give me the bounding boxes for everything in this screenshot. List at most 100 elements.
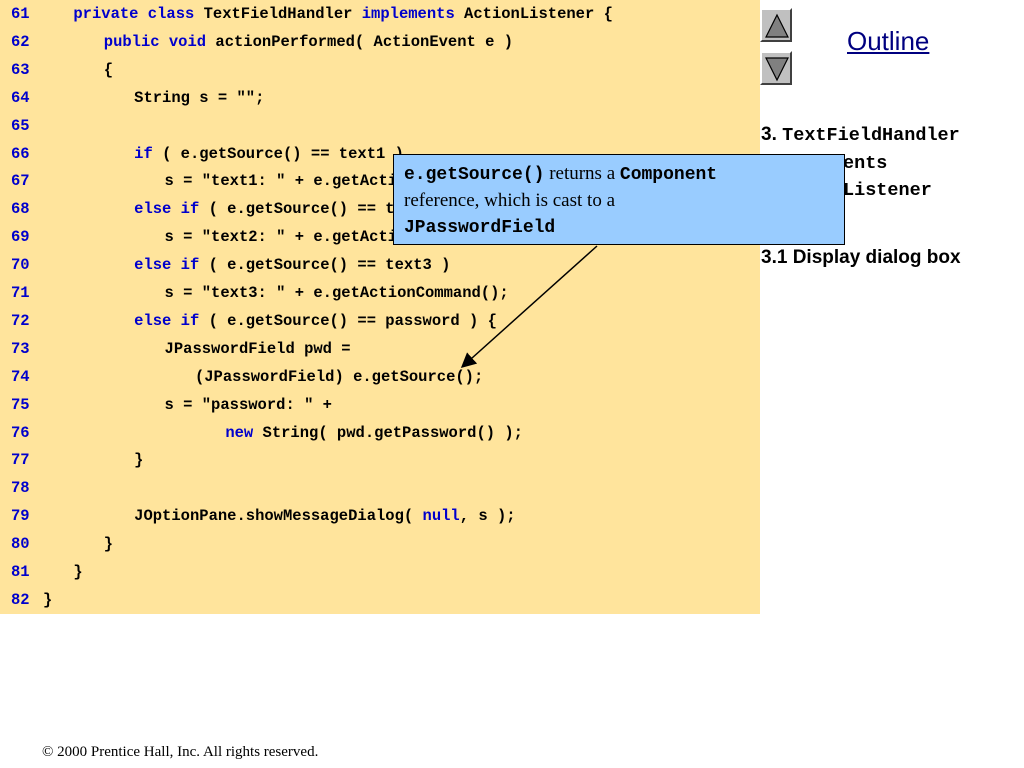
code-token: JPasswordField pwd = xyxy=(164,339,351,358)
code-token: } xyxy=(103,535,114,554)
outline-item-3-class: TextFieldHandler xyxy=(782,125,960,146)
line-number: 72 xyxy=(11,311,30,330)
line-number: 76 xyxy=(11,423,30,442)
next-slide-button[interactable] xyxy=(760,51,792,85)
triangle-down-icon xyxy=(765,57,789,82)
outline-title[interactable]: Outline xyxy=(847,26,930,56)
code-token: (JPasswordField) e.getSource(); xyxy=(194,367,484,386)
code-text: public void actionPerformed( ActionEvent… xyxy=(104,28,513,56)
code-text: { xyxy=(104,56,113,84)
code-line: 76 new String( pwd.getPassword() ); xyxy=(0,419,760,447)
line-number: 66 xyxy=(11,144,30,163)
code-text: new String( pwd.getPassword() ); xyxy=(225,419,523,447)
code-text: else if ( e.getSource() == text3 ) xyxy=(134,251,450,279)
code-line: 61 private class TextFieldHandler impleme… xyxy=(0,0,760,28)
callout-code-getsource: e.getSource() xyxy=(404,165,545,185)
outline-item-3-1: 3.1 Display dialog box xyxy=(761,247,961,268)
code-text: (JPasswordField) e.getSource(); xyxy=(195,363,483,391)
code-token: JOptionPane.showMessageDialog( xyxy=(134,507,423,526)
code-line: 65 xyxy=(0,112,760,140)
code-text: } xyxy=(104,530,113,558)
code-keyword: private class xyxy=(73,5,195,23)
callout-code-jpasswordfield: JPasswordField xyxy=(404,218,556,238)
code-line: 78 xyxy=(0,474,760,502)
line-number: 82 xyxy=(11,590,30,609)
code-keyword: new xyxy=(225,423,254,442)
line-number: 80 xyxy=(11,535,30,554)
outline-item-3-number: 3. xyxy=(761,124,783,145)
code-keyword: implements xyxy=(361,5,455,23)
code-token: TextFieldHandler xyxy=(194,5,362,23)
line-number: 75 xyxy=(11,395,30,414)
line-number: 61 xyxy=(11,5,30,23)
code-token: ( e.getSource() == password ) { xyxy=(199,311,497,330)
code-line: 74 (JPasswordField) e.getSource(); xyxy=(0,363,760,391)
code-text: s = "password: " + xyxy=(165,391,332,419)
outline-item-3-line3: Listener xyxy=(843,180,932,201)
code-token: String( pwd.getPassword() ); xyxy=(253,423,523,442)
callout-box: e.getSource() returns a Component refere… xyxy=(393,154,845,245)
code-token: ( e.getSource() == text3 ) xyxy=(199,256,451,275)
line-number: 68 xyxy=(11,200,30,219)
line-number: 77 xyxy=(11,451,30,470)
line-number: 74 xyxy=(11,367,30,386)
code-keyword: null xyxy=(422,507,460,526)
line-number: 69 xyxy=(11,228,30,247)
code-token: String s = ""; xyxy=(134,88,265,107)
triangle-up-icon xyxy=(765,13,789,38)
code-text: private class TextFieldHandler implement… xyxy=(73,0,613,28)
code-line: 80} xyxy=(0,530,760,558)
code-token: s = "password: " + xyxy=(164,395,332,414)
code-line: 63 { xyxy=(0,56,760,84)
line-number: 64 xyxy=(11,88,30,107)
code-token: { xyxy=(103,60,114,79)
line-number: 73 xyxy=(11,339,30,358)
code-line: 79 JOptionPane.showMessageDialog( null, s… xyxy=(0,502,760,530)
line-number: 79 xyxy=(11,507,30,526)
callout-text-returns: returns a xyxy=(544,163,620,184)
code-line: 64 String s = ""; xyxy=(0,84,760,112)
code-keyword: public void xyxy=(103,32,207,51)
code-text: JOptionPane.showMessageDialog( null, s )… xyxy=(134,502,515,530)
code-token: ActionListener { xyxy=(454,5,613,23)
code-line: 72 else if ( e.getSource() == password ) … xyxy=(0,307,760,335)
outline-item-3-line2: ents xyxy=(843,153,888,174)
callout-code-component: Component xyxy=(619,165,718,185)
code-line: 81} xyxy=(0,558,760,586)
previous-slide-button[interactable] xyxy=(760,8,792,42)
code-panel: 61 private class TextFieldHandler impleme… xyxy=(0,0,760,614)
code-token: s = "text3: " + e.getActionCommand(); xyxy=(164,284,509,302)
code-text: if ( e.getSource() == text1 ) xyxy=(134,140,404,168)
code-line: 73 JPasswordField pwd = xyxy=(0,335,760,363)
code-line: 77} xyxy=(0,446,760,474)
code-line: 71 s = "text3: " + e.getActionCommand(); xyxy=(0,279,760,307)
callout-text-reference: reference, which is cast to a xyxy=(404,190,616,211)
line-number: 71 xyxy=(11,284,30,302)
code-token: } xyxy=(73,563,83,581)
line-number: 67 xyxy=(11,172,30,191)
code-text: String s = ""; xyxy=(134,84,264,112)
code-token: , s ); xyxy=(459,507,516,526)
code-token: } xyxy=(134,451,144,470)
code-token: actionPerformed( ActionEvent e ) xyxy=(206,32,514,51)
copyright-footer: © 2000 Prentice Hall, Inc. All rights re… xyxy=(42,744,319,760)
code-text: else if ( e.getSource() == password ) { xyxy=(134,307,497,335)
line-number: 62 xyxy=(11,32,30,51)
line-number: 81 xyxy=(11,563,30,581)
code-keyword: else if xyxy=(134,200,200,219)
code-line: 62 public void actionPerformed( ActionEve… xyxy=(0,28,760,56)
code-text: } xyxy=(43,586,52,614)
code-line: 75 s = "password: " + xyxy=(0,391,760,419)
line-number: 78 xyxy=(11,479,30,498)
line-number: 63 xyxy=(11,60,30,79)
code-keyword: else if xyxy=(134,256,200,275)
code-token: ( e.getSource() == text1 ) xyxy=(152,144,404,163)
code-keyword: else if xyxy=(134,311,200,330)
code-text: JPasswordField pwd = xyxy=(165,335,351,363)
line-number: 65 xyxy=(11,116,30,135)
code-line: 66 if ( e.getSource() == text1 ) xyxy=(0,140,760,168)
code-text: s = "text3: " + e.getActionCommand(); xyxy=(165,279,509,307)
outline-item-3: 3. TextFieldHandler xyxy=(761,124,960,146)
code-text: } xyxy=(73,558,82,586)
code-line: 82} xyxy=(0,586,760,614)
